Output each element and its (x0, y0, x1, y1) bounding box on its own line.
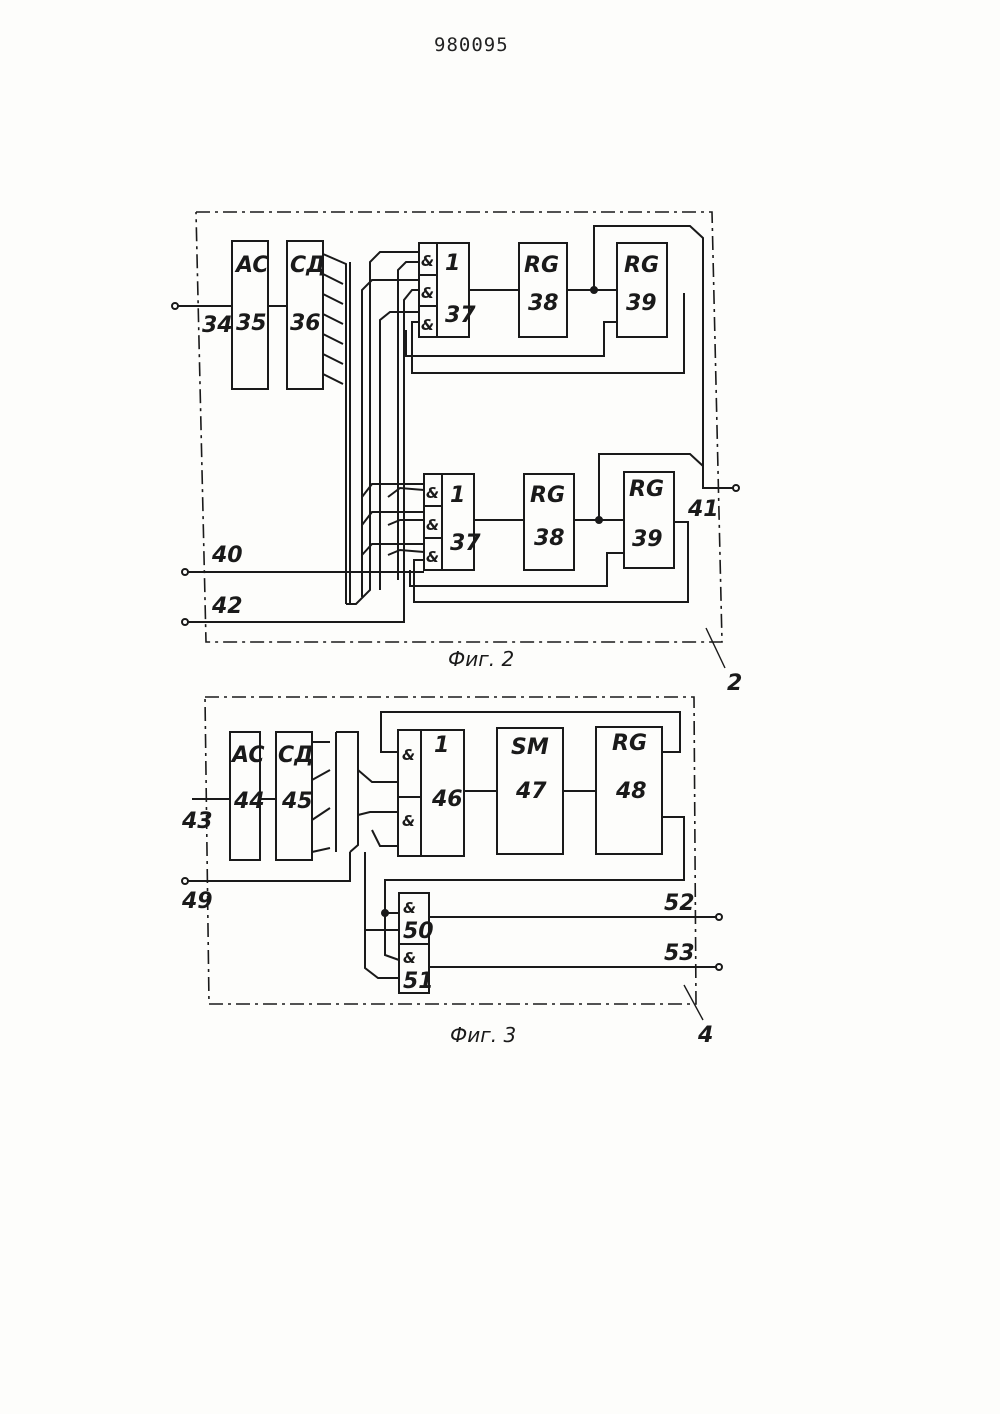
fig2-block-35-num: 35 (236, 311, 267, 336)
fig2-terminal-40: 40 (211, 543, 243, 568)
fig2-gate-37a-1: & (421, 284, 434, 302)
fig2-block-38a-num: 38 (528, 291, 559, 316)
fig3-block-48-num: 48 (615, 779, 647, 804)
fig2-block-37b-num: 37 (450, 531, 481, 556)
fig3-terminal-53: 53 (664, 941, 695, 966)
fig2-gate-37b-1: & (426, 516, 439, 534)
fig2-terminal-41: 41 (687, 497, 719, 522)
fig3-block-50-num: 50 (403, 919, 434, 944)
fig2-block-39a-num: 39 (626, 291, 657, 316)
fig3-terminal-49: 49 (181, 889, 213, 914)
fig2-terminal-42: 42 (211, 594, 243, 619)
fig2-block-35-type: AC (234, 253, 269, 278)
fig3-terminal-43: 43 (181, 809, 213, 834)
fig2-block-37b-type: 1 (450, 483, 465, 508)
fig2-block-36-type: CД (290, 253, 326, 278)
fig2-terminal-34: 34 (202, 313, 233, 338)
fig2-gate-37a-0: & (421, 252, 434, 270)
fig2-gate-37b-0: & (426, 484, 439, 502)
fig3-gate-46-1: & (402, 812, 415, 830)
fig2-block-38a-type: RG (524, 253, 559, 278)
fig3-block-44-type: AC (230, 743, 265, 768)
fig3-block-45-type: CД (278, 743, 314, 768)
fig2-block-39b-type: RG (629, 477, 664, 502)
fig3-caption: Фиг. 3 (450, 1023, 516, 1047)
fig2-block-37a-num: 37 (445, 303, 476, 328)
fig2-block-39b-num: 39 (632, 527, 663, 552)
fig2-block-38b-type: RG (530, 483, 565, 508)
fig2-block-39a-type: RG (624, 253, 659, 278)
fig2-gate-37b-2: & (426, 548, 439, 566)
fig3-block-48-type: RG (612, 731, 647, 756)
fig2-block-37a-type: 1 (445, 251, 460, 276)
fig3-block-45-num: 45 (281, 789, 313, 814)
fig2-caption: Фиг. 2 (448, 647, 514, 671)
fig3-block-47-type: SM (511, 735, 549, 760)
fig3-reference: 4 (697, 1023, 713, 1048)
fig2-reference: 2 (727, 671, 742, 696)
fig3-block-46-type: 1 (434, 733, 449, 758)
fig2-block-38b-num: 38 (534, 526, 565, 551)
fig3-block-47-num: 47 (515, 779, 547, 804)
fig3-terminal-52: 52 (664, 891, 695, 916)
fig3-block-51-num: 51 (403, 969, 434, 994)
fig3-block-46-num: 46 (431, 787, 463, 812)
fig3-block-44-num: 44 (233, 789, 265, 814)
fig2-gate-37a-2: & (421, 316, 434, 334)
fig3-block-50-type: & (403, 899, 416, 917)
fig3-block-51-type: & (403, 949, 416, 967)
fig3-gate-46-0: & (402, 746, 415, 764)
fig2-block-36-num: 36 (290, 311, 321, 336)
